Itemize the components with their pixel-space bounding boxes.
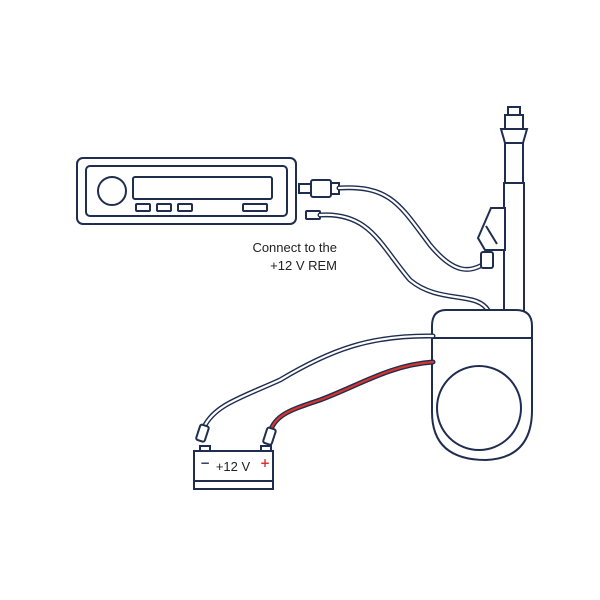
positive-wire-fill xyxy=(268,360,435,434)
remote-lead-wire-fill xyxy=(318,213,491,314)
radio-button-1 xyxy=(135,203,151,212)
battery-positive-sign: + xyxy=(260,456,270,470)
ground-wire-terminal xyxy=(195,423,210,443)
radio-outer-body xyxy=(76,157,297,225)
radio-antenna-connector xyxy=(298,179,340,198)
antenna-coax-cable-outline xyxy=(336,185,487,272)
antenna-coax-cable-fill xyxy=(337,186,486,271)
connect-label-line2: +12 V REM xyxy=(270,258,337,273)
radio-display xyxy=(132,176,273,200)
power-antenna-icon xyxy=(476,106,529,314)
ground-wire-outline xyxy=(201,333,436,430)
antenna-mount-bracket xyxy=(476,207,506,251)
antenna-motor-housing-icon xyxy=(431,309,533,462)
antenna-plug-icon xyxy=(480,251,494,269)
radio-button-3 xyxy=(177,203,193,212)
radio-button-2 xyxy=(156,203,172,212)
antenna-tip xyxy=(507,106,521,116)
ground-wire-fill xyxy=(202,334,435,429)
radio-button-4 xyxy=(242,203,268,212)
antenna-upper-section xyxy=(504,142,524,184)
antenna-main-tube xyxy=(503,182,525,314)
radio-knob xyxy=(97,176,127,206)
connect-label-line1: Connect to the xyxy=(252,240,337,255)
motor-housing-drum xyxy=(436,365,522,451)
positive-wire-terminal xyxy=(262,426,277,446)
battery-body xyxy=(193,450,274,490)
battery-voltage-label: +12 V xyxy=(216,459,251,474)
battery-icon xyxy=(193,445,274,490)
radio-inner-face xyxy=(85,165,288,217)
battery-negative-sign: − xyxy=(200,456,210,470)
car-radio-head-unit-icon xyxy=(76,157,297,225)
